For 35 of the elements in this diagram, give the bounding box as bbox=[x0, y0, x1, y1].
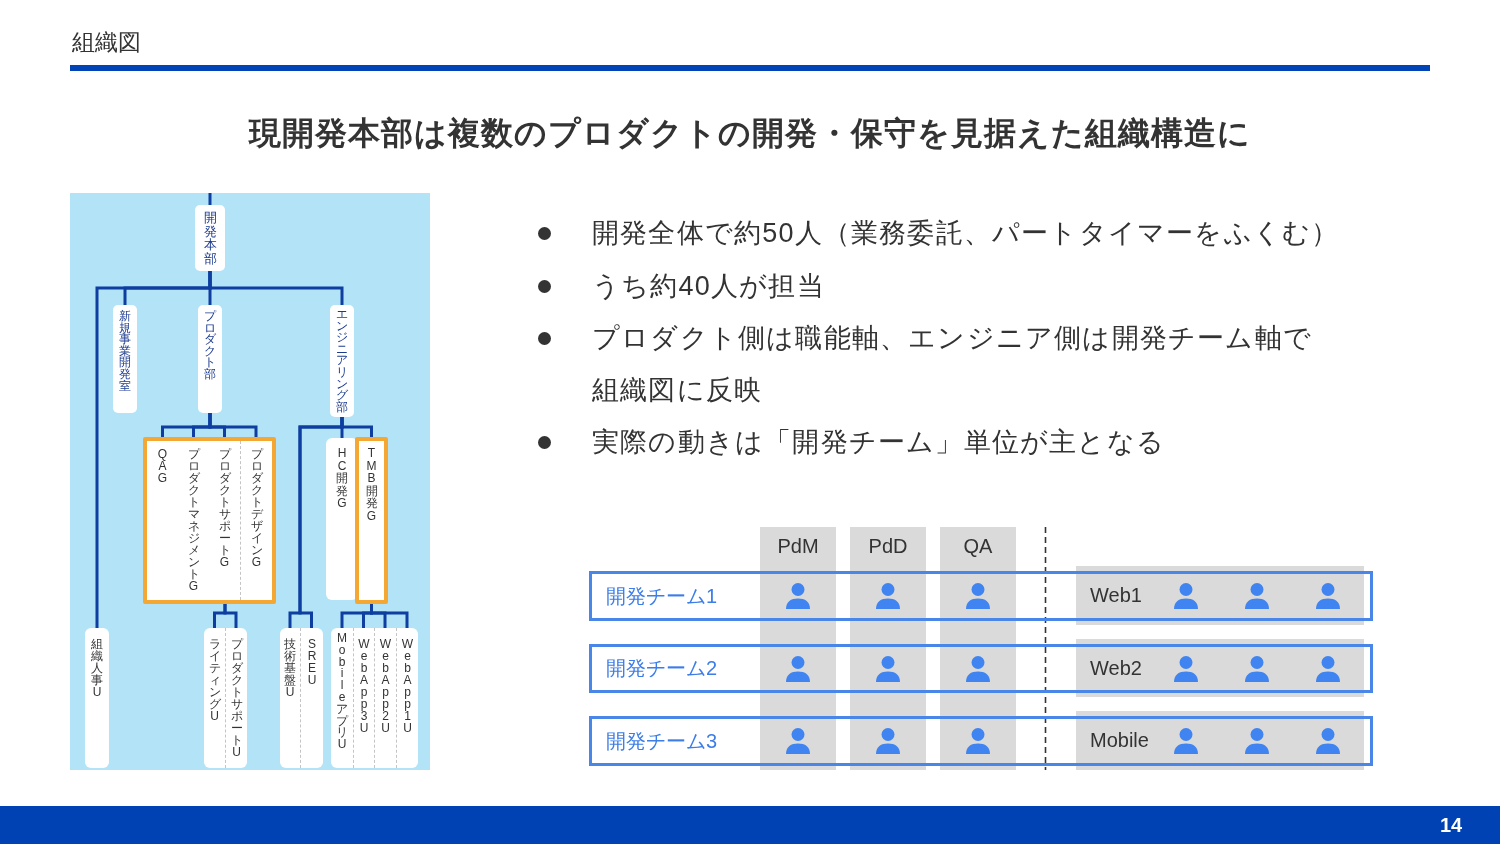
unit-name: MobileアプリU bbox=[331, 628, 353, 768]
bullet-text: 開発全体で約50人（業務委託、パートタイマーをふくむ） bbox=[592, 217, 1340, 250]
unit-name: プロダクトサポートU bbox=[225, 628, 247, 768]
department-box: エンジニアリング部 bbox=[330, 305, 354, 417]
group-box: HC開発G bbox=[326, 438, 358, 600]
unit-name: WebApp3U bbox=[353, 628, 374, 768]
department-box: 新規事業開発室 bbox=[113, 305, 137, 413]
group-box bbox=[143, 437, 276, 604]
bullet-text: うち約40人が担当 bbox=[592, 270, 825, 303]
bullet-text: プロダクト側は職能軸、エンジニア側は開発チーム軸で組織図に反映 bbox=[592, 322, 1313, 407]
group-name: プロダクトマネジメントG bbox=[178, 441, 209, 600]
unit-name: ライティングU bbox=[204, 628, 225, 768]
bullet-text: 実際の動きは「開発チーム」単位が主となる bbox=[592, 426, 1165, 459]
unit-box: 組織人事U bbox=[85, 628, 109, 768]
group-box: TMB開発G bbox=[355, 437, 388, 604]
slide-title: 組織図 bbox=[72, 28, 141, 56]
unit-box bbox=[280, 628, 323, 768]
connector-line bbox=[223, 604, 238, 628]
unit-name: SREU bbox=[300, 628, 323, 768]
page-number: 14 bbox=[1440, 813, 1463, 837]
group-name: プロダクトデザインG bbox=[240, 441, 272, 600]
unit-name: WebApp2U bbox=[374, 628, 396, 768]
unit-name: WebApp1U bbox=[396, 628, 418, 768]
group-name: QAG bbox=[147, 441, 178, 600]
unit-box bbox=[331, 628, 418, 768]
department-box: プロダクト部 bbox=[198, 305, 222, 413]
connector-line bbox=[370, 604, 409, 628]
connector-line bbox=[208, 193, 212, 205]
unit-name: 技術基盤U bbox=[280, 628, 300, 768]
connector-line bbox=[298, 417, 344, 628]
unit-box bbox=[204, 628, 247, 768]
group-name: プロダクトサポートG bbox=[209, 441, 240, 600]
department-box: 開発本部 bbox=[195, 205, 225, 271]
connector-line bbox=[95, 271, 212, 628]
slide-heading: 現開発本部は複数のプロダクトの開発・保守を見据えた組織構造に bbox=[249, 115, 1251, 151]
